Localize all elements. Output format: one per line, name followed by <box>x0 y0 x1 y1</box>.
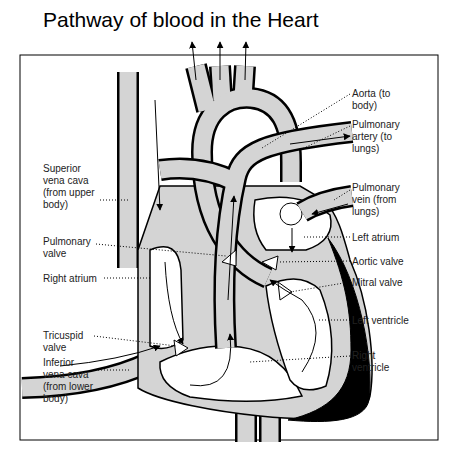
leader-line <box>250 356 350 362</box>
leader-line <box>100 200 128 201</box>
valve-symbol <box>174 340 188 356</box>
flow-arrow <box>245 42 246 80</box>
heart-wall <box>138 186 372 419</box>
leader-line <box>318 320 350 321</box>
right-atrium-chamber <box>150 247 183 349</box>
flow-arrow <box>192 42 196 80</box>
part-label: Aorta (to body) <box>352 88 392 112</box>
leader-lines <box>94 94 350 370</box>
leader-line <box>98 370 130 371</box>
pulmonary-artery-tube <box>160 169 236 183</box>
part-label: Left atrium <box>352 232 432 244</box>
leader-line <box>304 237 350 238</box>
part-label: Pulmonary valve <box>43 236 93 260</box>
leader-line <box>262 94 350 148</box>
valve-symbol <box>222 250 236 266</box>
leader-line <box>104 278 150 279</box>
leader-line <box>290 282 350 292</box>
flow-arrow <box>270 280 316 372</box>
leader-line <box>94 336 176 346</box>
flow-arrows <box>60 42 350 386</box>
part-label: Right atrium <box>43 273 123 285</box>
flow-arrow <box>60 346 160 366</box>
leader-line <box>334 190 350 200</box>
pulmonary-fill <box>160 132 352 348</box>
part-label: Left ventricle <box>352 315 432 327</box>
pulmonary-artery-tube <box>224 132 352 348</box>
leader-line <box>96 244 226 256</box>
leader-line <box>300 126 350 150</box>
frame <box>20 55 438 440</box>
part-label: Superior vena cava (from upper body) <box>43 163 97 211</box>
part-label: Right ventricle <box>352 350 398 374</box>
part-label: Pulmonary artery (to lungs) <box>352 119 402 155</box>
pulmonary-outline <box>160 132 352 348</box>
vena-cava-tube <box>117 72 139 268</box>
pulmonary-artery-tube <box>160 169 236 183</box>
flow-arrow <box>312 204 348 214</box>
leader-line <box>278 261 350 262</box>
artery-branch <box>196 66 207 110</box>
pulmonary-artery-tube <box>224 132 352 348</box>
part-label: Inferior vena cava (from lower body) <box>43 357 97 405</box>
flow-arrow <box>292 228 293 252</box>
vena-cava-tube <box>120 72 137 268</box>
flow-arrow <box>228 196 234 300</box>
flow-arrow <box>220 42 221 80</box>
artery-branch <box>196 66 207 110</box>
valve-symbol <box>278 282 292 300</box>
flow-arrow <box>165 262 183 344</box>
valve-symbol <box>262 256 278 270</box>
flow-arrow <box>190 334 231 386</box>
part-label: Pulmonary vein (from lungs) <box>352 182 408 218</box>
flow-arrow <box>155 100 160 210</box>
part-label: Tricuspid valve <box>43 330 93 354</box>
part-label: Mitral valve <box>352 277 432 289</box>
left-ventricle-chamber <box>266 279 332 390</box>
diagram-title: Pathway of blood in the Heart <box>43 8 319 32</box>
part-label: Aortic valve <box>352 256 432 268</box>
